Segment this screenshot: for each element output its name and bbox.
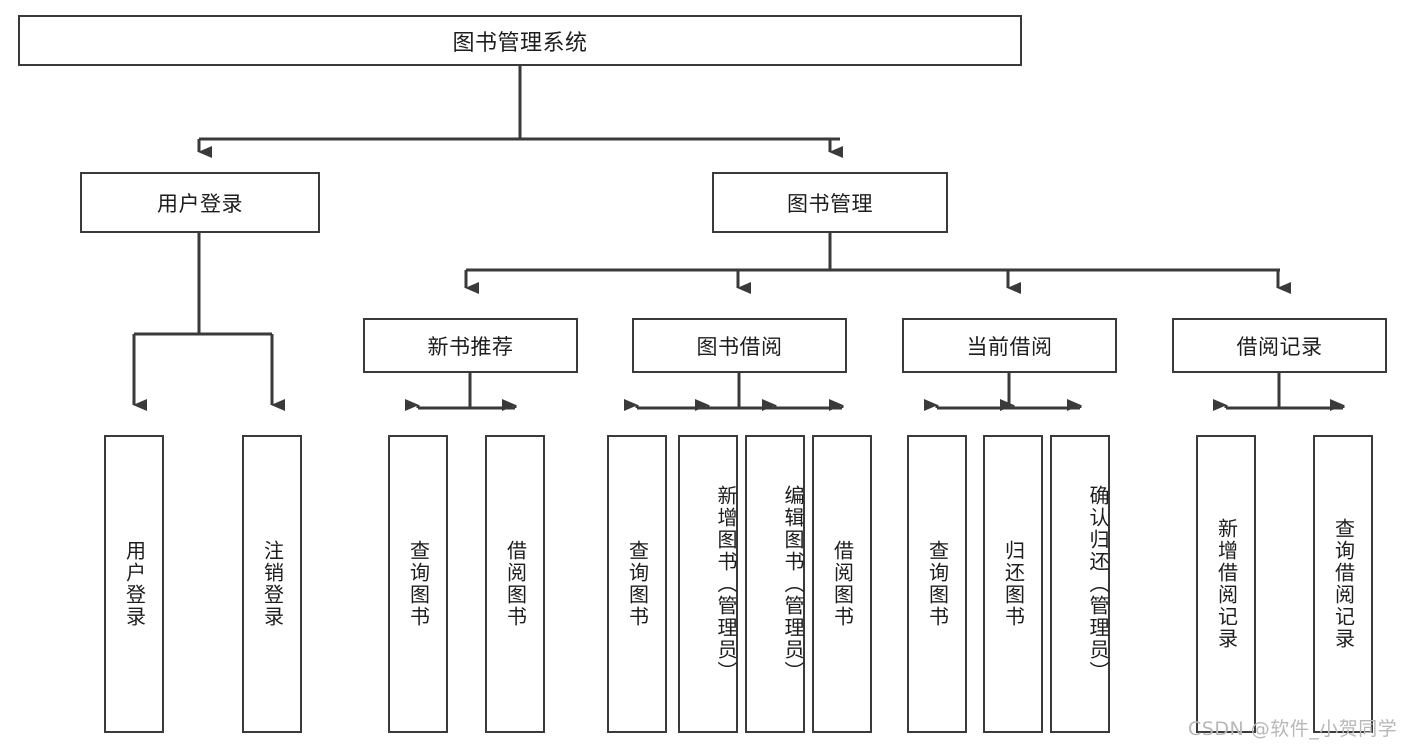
node-new-book-recommend-label: 新书推荐 [427, 334, 514, 359]
leaf-user-login-label: 用户登录 [122, 540, 147, 628]
leaf-query-book-current[interactable]: 查询图书 [907, 435, 967, 733]
leaf-query-record[interactable]: 查询借阅记录 [1313, 435, 1373, 733]
node-current-borrow-label: 当前借阅 [966, 334, 1053, 359]
node-new-book-recommend[interactable]: 新书推荐 [363, 318, 578, 373]
edges-userlogin-leaves [132, 233, 285, 411]
leaf-borrow-book-new[interactable]: 借阅图书 [485, 435, 545, 733]
edges-newbook-leaves [405, 373, 517, 411]
leaf-return-book-label: 归还图书 [1001, 540, 1026, 628]
edges-currentborrow-leaves [924, 373, 1082, 411]
leaf-return-book[interactable]: 归还图书 [983, 435, 1043, 733]
node-book-borrow[interactable]: 图书借阅 [632, 318, 847, 373]
node-book-manage[interactable]: 图书管理 [712, 172, 948, 233]
node-user-login-label: 用户登录 [157, 191, 243, 216]
leaf-query-record-label: 查询借阅记录 [1331, 518, 1356, 650]
watermark: CSDN @软件_小贺同学 [1188, 718, 1398, 740]
leaf-logout-label: 注销登录 [260, 540, 285, 628]
node-root-label: 图书管理系统 [452, 30, 588, 56]
edges-bookborrow-leaves [624, 373, 844, 411]
leaf-confirm-return[interactable]: 确认归还（管理员） [1050, 435, 1110, 733]
node-book-borrow-label: 图书借阅 [696, 334, 783, 359]
edges-bookmanage-children [464, 233, 1291, 294]
leaf-add-record-label: 新增借阅记录 [1214, 518, 1239, 650]
node-borrow-record-label: 借阅记录 [1236, 334, 1323, 359]
leaf-user-login[interactable]: 用户登录 [104, 435, 164, 733]
edges-root-level1 [197, 66, 843, 158]
leaf-add-record[interactable]: 新增借阅记录 [1196, 435, 1256, 733]
leaf-borrow-book[interactable]: 借阅图书 [812, 435, 872, 733]
node-current-borrow[interactable]: 当前借阅 [902, 318, 1117, 373]
leaf-borrow-book-label: 借阅图书 [830, 540, 855, 628]
node-borrow-record[interactable]: 借阅记录 [1172, 318, 1387, 373]
leaf-add-book[interactable]: 新增图书（管理员） [678, 435, 738, 733]
leaf-add-book-label: 新增图书（管理员） [714, 485, 738, 683]
node-user-login[interactable]: 用户登录 [80, 172, 320, 233]
leaf-borrow-book-new-label: 借阅图书 [503, 540, 528, 628]
leaf-logout[interactable]: 注销登录 [242, 435, 302, 733]
leaf-query-book-new-label: 查询图书 [406, 540, 431, 628]
edges-borrowrecord-leaves [1213, 373, 1345, 411]
leaf-confirm-return-label: 确认归还（管理员） [1086, 485, 1110, 683]
leaf-query-book-current-label: 查询图书 [925, 540, 950, 628]
leaf-edit-book[interactable]: 编辑图书（管理员） [745, 435, 805, 733]
leaf-edit-book-label: 编辑图书（管理员） [781, 485, 805, 683]
leaf-query-book-borrow[interactable]: 查询图书 [607, 435, 667, 733]
node-book-manage-label: 图书管理 [787, 191, 873, 216]
leaf-query-book-borrow-label: 查询图书 [625, 540, 650, 628]
leaf-query-book-new[interactable]: 查询图书 [388, 435, 448, 733]
node-root[interactable]: 图书管理系统 [18, 15, 1022, 66]
